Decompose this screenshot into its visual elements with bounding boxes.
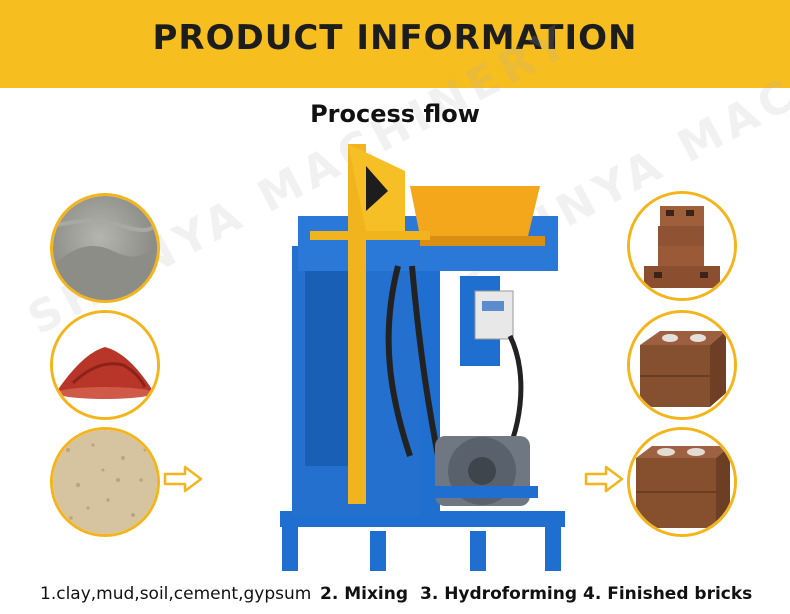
brick-machine-image <box>270 136 580 576</box>
raw-material-cement-image <box>50 193 160 303</box>
header-banner: PRODUCT INFORMATION <box>0 0 790 88</box>
step-2-caption: 2. Mixing <box>320 584 409 604</box>
section-title: Process flow <box>310 100 480 128</box>
step-3-caption: 3. Hydroforming <box>420 584 578 604</box>
raw-material-sand-image <box>50 427 160 537</box>
arrow-right-icon <box>584 465 624 498</box>
raw-material-red-clay-image <box>50 310 160 420</box>
finished-brick-front-image <box>627 427 737 537</box>
finished-brick-block-image <box>627 310 737 420</box>
finished-bricks-stack-image <box>627 191 737 301</box>
arrow-right-icon <box>163 465 203 498</box>
step-4-caption: 4. Finished bricks <box>583 584 753 604</box>
banner-title: PRODUCT INFORMATION <box>152 18 638 58</box>
step-1-caption: 1.clay,mud,soil,cement,gypsum <box>40 584 312 604</box>
